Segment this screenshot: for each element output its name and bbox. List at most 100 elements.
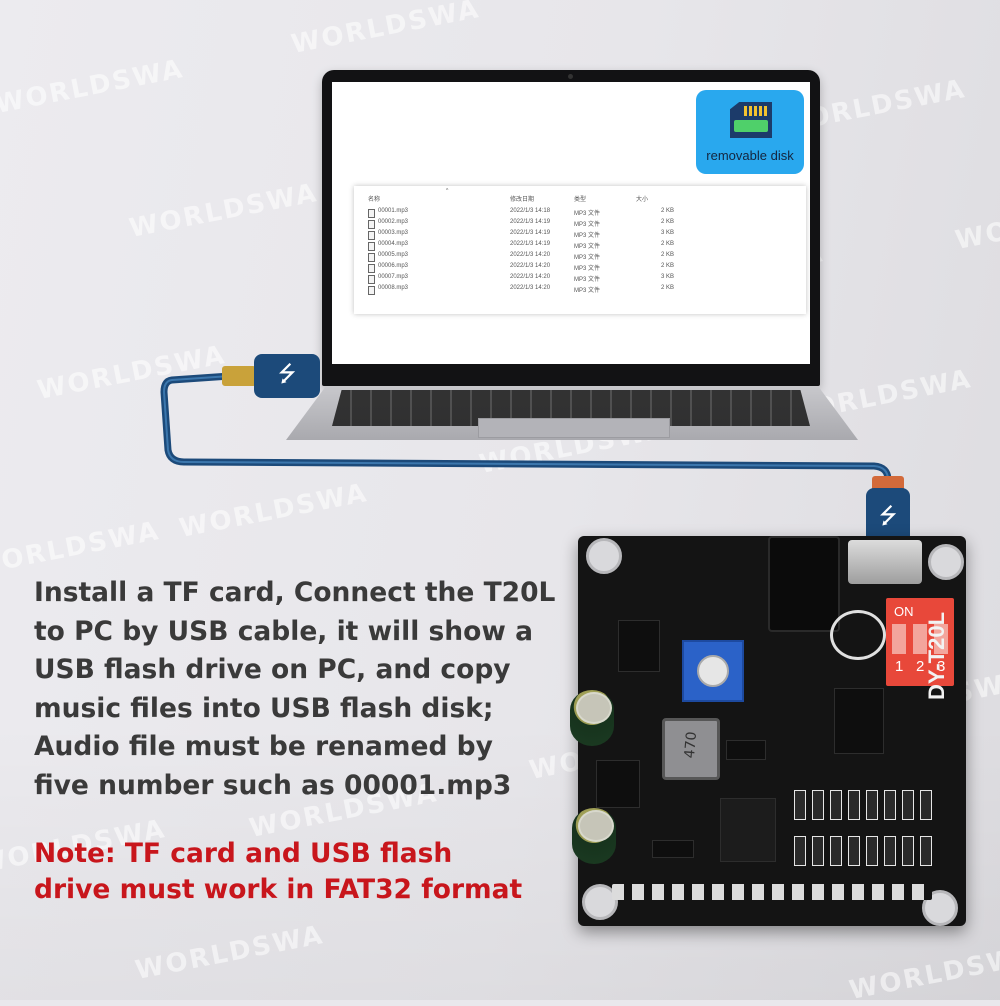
instruction-line: five number such as 00001.mp3 — [34, 769, 512, 801]
file-size: 2 KB — [660, 263, 674, 269]
usb-icon: ⭍ — [878, 504, 898, 529]
file-type: MP3 文件 — [574, 244, 601, 250]
file-size: 2 KB — [660, 208, 674, 214]
instruction-line: music files into USB flash disk; — [34, 692, 494, 724]
mounting-hole — [586, 538, 622, 574]
dip-number: 1 — [895, 658, 904, 675]
electrolytic-capacitor — [570, 690, 614, 746]
file-date: 2022/1/3 14:18 — [510, 208, 551, 214]
mounting-hole — [928, 544, 964, 580]
dip-number: 3 — [937, 658, 946, 675]
file-name: 00001.mp3 — [378, 208, 409, 214]
file-date: 2022/1/3 14:19 — [510, 219, 551, 225]
format-note: Note: TF card and USB flash drive must w… — [34, 836, 574, 908]
column-header-type[interactable]: 类型 — [574, 197, 587, 203]
file-name: 00008.mp3 — [378, 285, 409, 291]
column-header-date[interactable]: 修改日期 — [510, 197, 535, 203]
column-header-name[interactable]: 名称 — [368, 197, 381, 203]
mp3-file-icon — [368, 275, 375, 284]
smd-resistor — [920, 836, 932, 866]
smd-resistor — [794, 790, 806, 820]
usb-plug-connector — [222, 366, 256, 386]
file-type: MP3 文件 — [574, 222, 601, 228]
webcam — [568, 74, 573, 79]
file-size: 3 KB — [660, 274, 674, 280]
file-type: MP3 文件 — [574, 277, 601, 283]
smd-resistor — [902, 836, 914, 866]
electrolytic-capacitor — [572, 808, 616, 864]
file-date: 2022/1/3 14:20 — [510, 285, 551, 291]
smd-resistor — [812, 790, 824, 820]
note-line: Note: TF card and USB flash — [34, 838, 453, 869]
file-size: 3 KB — [660, 230, 674, 236]
file-date: 2022/1/3 14:19 — [510, 241, 551, 247]
ic-chip — [596, 760, 640, 808]
mp3-file-icon — [368, 286, 375, 295]
file-size: 2 KB — [660, 241, 674, 247]
audio-jack — [768, 536, 840, 632]
file-type: MP3 文件 — [574, 255, 601, 261]
board-model-label: DY-T20L — [924, 611, 949, 700]
instruction-line: Audio file must be renamed by — [34, 731, 493, 762]
mp3-file-icon — [368, 242, 375, 251]
smd-resistor — [884, 836, 896, 866]
sort-arrow-icon: ^ — [446, 188, 449, 194]
instruction-line: USB flash drive on PC, and copy — [34, 654, 511, 685]
mp3-file-icon — [368, 220, 375, 229]
smd-resistor — [794, 836, 806, 866]
file-type: MP3 文件 — [574, 211, 601, 217]
smd-resistor — [902, 790, 914, 820]
file-size: 2 KB — [660, 219, 674, 225]
instruction-line: to PC by USB cable, it will show a — [34, 615, 533, 647]
file-type: MP3 文件 — [574, 288, 601, 294]
file-name: 00002.mp3 — [378, 219, 409, 225]
mp3-file-icon — [368, 253, 375, 262]
instruction-line: Install a TF card, Connect the T20L — [34, 577, 556, 608]
removable-disk-label: removable disk — [706, 148, 794, 163]
logo-icon — [830, 610, 886, 660]
mp3-file-icon — [368, 264, 375, 273]
dip-switch-3 — [934, 624, 948, 654]
smd-resistor — [866, 790, 878, 820]
file-date: 2022/1/3 14:20 — [510, 263, 551, 269]
capacitor-top — [576, 692, 612, 724]
potentiometer-knob — [697, 655, 729, 687]
file-size: 2 KB — [660, 252, 674, 258]
diode — [726, 740, 766, 760]
column-header-size[interactable]: 大小 — [636, 197, 649, 203]
desktop: removable disk 名称 ^ 修改日期 类型 大小 00001.mp3… — [332, 82, 810, 364]
smd-resistor — [920, 790, 932, 820]
file-type: MP3 文件 — [574, 266, 601, 272]
usb-plug-pc: ⭍ — [254, 354, 320, 398]
dip-number: 2 — [916, 658, 925, 675]
inductor: 470 — [662, 718, 720, 780]
capacitor-top — [578, 810, 614, 842]
voltage-regulator — [720, 798, 776, 862]
removable-disk-icon[interactable]: removable disk — [696, 90, 804, 174]
instructions-text: Install a TF card, Connect the T20L to P… — [34, 574, 574, 805]
note-line: drive must work in FAT32 format — [34, 874, 523, 905]
file-date: 2022/1/3 14:19 — [510, 230, 551, 236]
smd-resistor — [848, 836, 860, 866]
smd-resistor — [830, 790, 842, 820]
smd-resistor — [866, 836, 878, 866]
usb-icon: ⭍ — [277, 362, 297, 387]
file-name: 00004.mp3 — [378, 241, 409, 247]
ic-chip — [618, 620, 660, 672]
sd-card-icon — [730, 102, 772, 138]
smd-resistor — [812, 836, 824, 866]
file-date: 2022/1/3 14:20 — [510, 252, 551, 258]
file-name: 00006.mp3 — [378, 263, 409, 269]
ic-chip — [834, 688, 884, 754]
file-name: 00003.mp3 — [378, 230, 409, 236]
